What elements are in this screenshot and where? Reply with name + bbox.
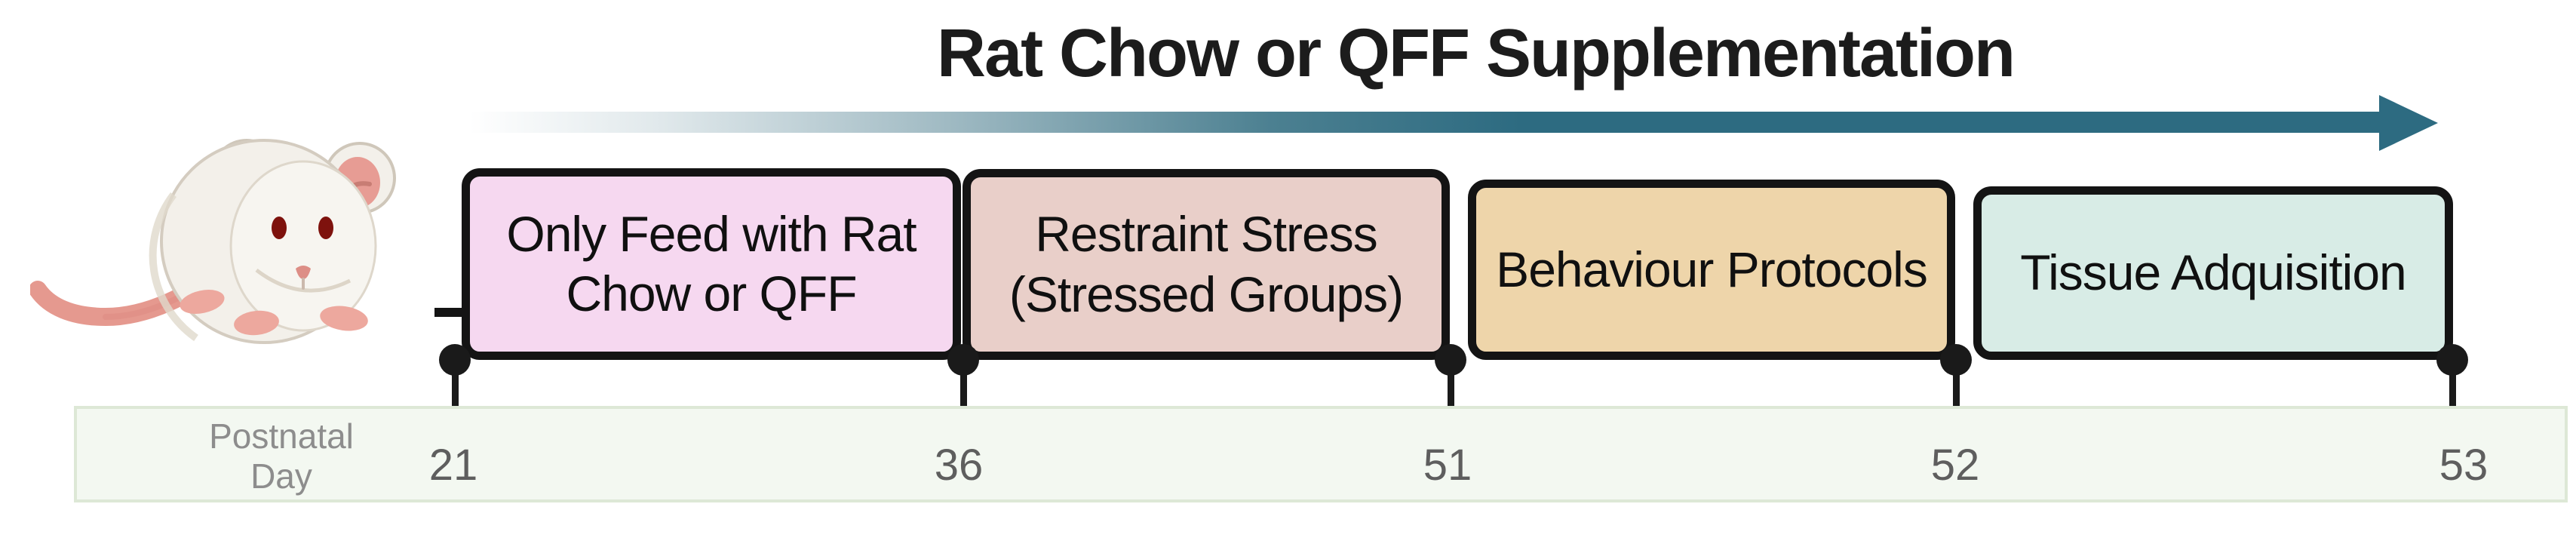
- right-arrowhead-icon: [2379, 95, 2438, 151]
- timeline-tick-52: [1953, 360, 1960, 408]
- day-number-53: 53: [2439, 441, 2488, 490]
- phase-box-behaviour-protocols: Behaviour Protocols: [1468, 180, 1955, 360]
- phase-label: Behaviour Protocols: [1496, 241, 1928, 297]
- phase-box-restraint-stress: Restraint Stress (Stressed Groups): [963, 169, 1450, 360]
- day-number-51: 51: [1423, 441, 1472, 490]
- phase-label: Only Feed with Rat Chow or QFF: [506, 205, 916, 321]
- phase-label: Tissue Adquisition: [2020, 244, 2407, 301]
- white-rat-illustration: [30, 139, 396, 344]
- day-number-52: 52: [1930, 441, 1980, 490]
- postnatal-day-strip: [74, 406, 2568, 502]
- timeline-tick-53: [2449, 360, 2456, 408]
- timeline-tick-21: [452, 360, 459, 408]
- phase-box-tissue-adquisition: Tissue Adquisition: [1973, 186, 2453, 360]
- phase-label: Restraint Stress (Stressed Groups): [1009, 206, 1404, 322]
- timeline-tick-51: [1448, 360, 1454, 408]
- phase-box-feed-only: Only Feed with Rat Chow or QFF: [462, 168, 961, 360]
- timeline-tick-36: [960, 360, 967, 408]
- day-number-36: 36: [934, 441, 984, 490]
- day-number-21: 21: [428, 441, 478, 490]
- figure-title: Rat Chow or QFF Supplementation: [937, 16, 2016, 91]
- postnatal-day-axis-label: Postnatal Day: [209, 416, 354, 496]
- timeline-start-tick: [434, 308, 463, 317]
- supplementation-arrow-shaft: [469, 112, 2381, 133]
